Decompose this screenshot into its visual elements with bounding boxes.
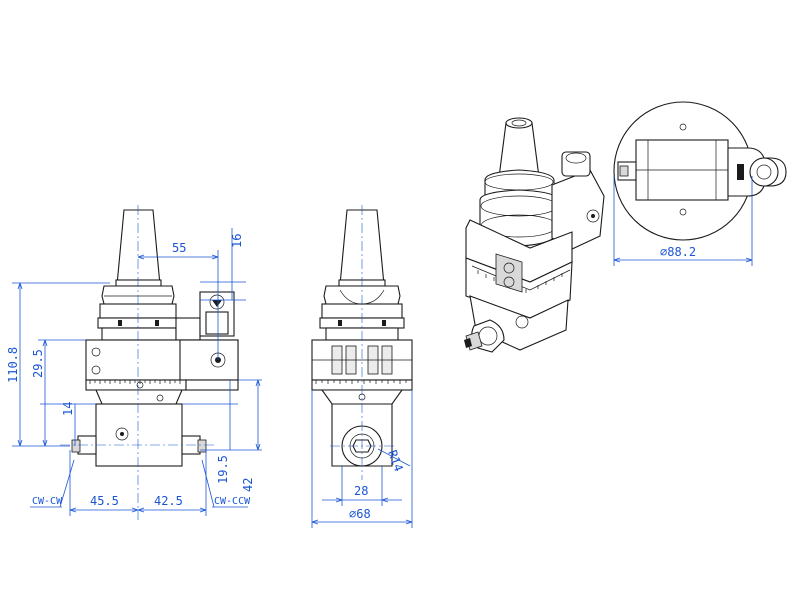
- dim-45-5: 45.5: [90, 494, 119, 508]
- side-view: [311, 205, 413, 480]
- isometric-view: [464, 117, 605, 353]
- dim-16: 16: [230, 234, 244, 248]
- dim-diameter-88-2: ⌀88.2: [660, 245, 696, 259]
- front-view: [60, 205, 239, 520]
- dim-19-5: 19.5: [216, 455, 230, 484]
- dim-42-5: 42.5: [154, 494, 183, 508]
- dim-42: 42: [241, 478, 255, 492]
- side-view-dimensions: R14 28 ⌀68: [311, 390, 413, 528]
- dim-14: 14: [61, 402, 75, 416]
- dim-110-8: 110.8: [6, 347, 20, 383]
- detail-view: ⌀88.2: [613, 101, 787, 266]
- dim-r14: R14: [385, 448, 406, 473]
- dim-28: 28: [354, 484, 368, 498]
- dim-29-5: 29.5: [31, 349, 45, 378]
- dim-diameter-68: ⌀68: [349, 507, 371, 521]
- front-view-dimensions: 55 16 110.8 29.5 14 19.5 42 45.5: [6, 228, 262, 516]
- label-cw-ccw: CW-CCW: [214, 496, 251, 507]
- label-cw-cw: CW-CW: [32, 496, 63, 507]
- dim-55: 55: [172, 241, 186, 255]
